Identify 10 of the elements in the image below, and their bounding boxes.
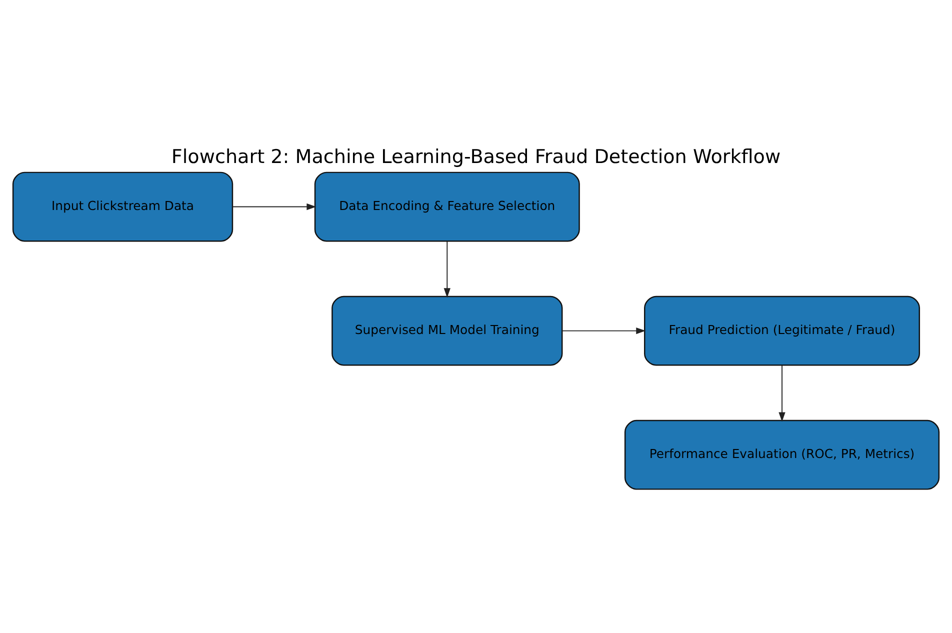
arrow [444, 240, 450, 298]
node-box: Performance Evaluation (ROC, PR, Metrics) [624, 420, 940, 490]
arrow [562, 327, 646, 334]
node-box: Input Clickstream Data [12, 172, 234, 242]
arrow [232, 203, 316, 210]
arrow [778, 364, 786, 422]
node-box: Supervised ML Model Training [332, 296, 563, 366]
node-box: Data Encoding & Feature Selection [314, 172, 580, 242]
node-box: Fraud Prediction (Legitimate / Fraud) [644, 296, 920, 366]
diagram-title: Flowchart 2: Machine Learning-Based Fraud Detection Workflow [171, 146, 781, 168]
